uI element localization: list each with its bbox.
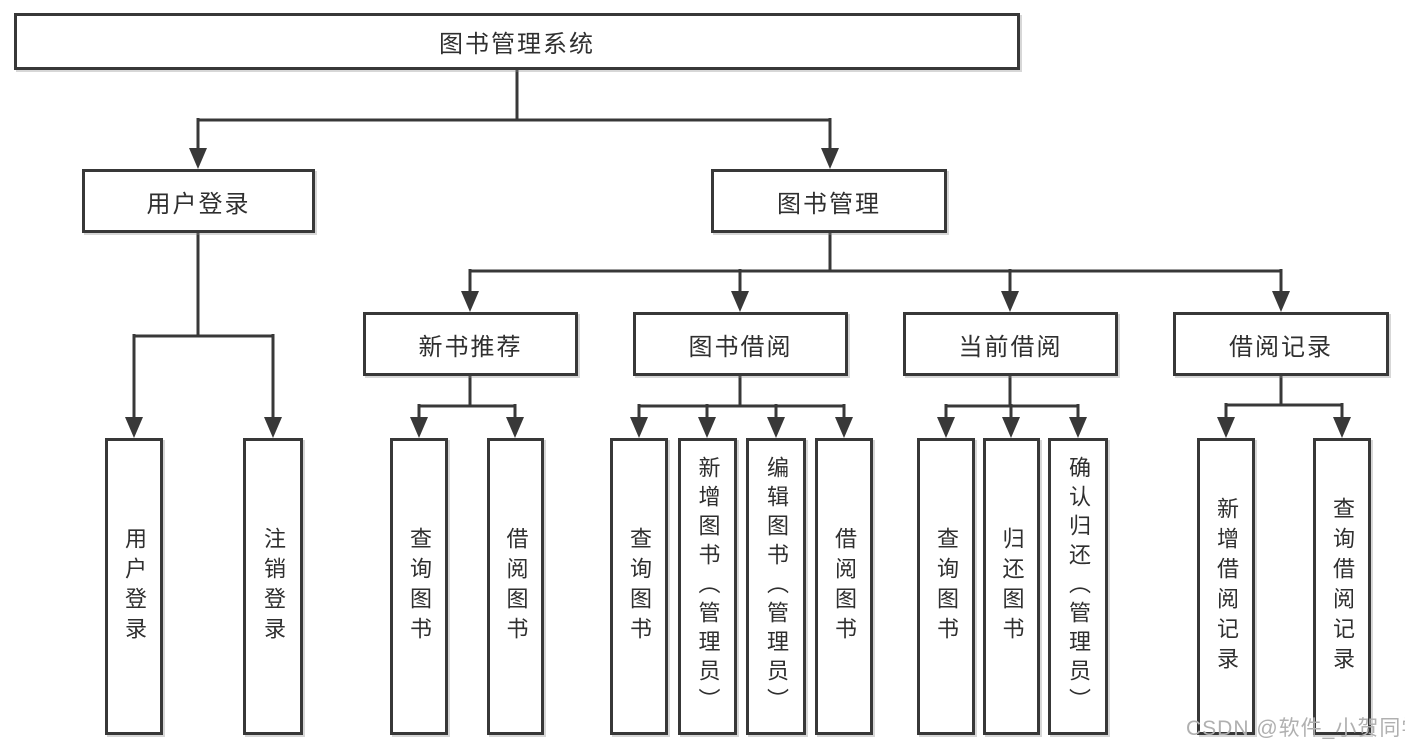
- node-root-label: 图书管理系统: [439, 31, 595, 58]
- node-leaf-bb-add-label: 新增图书（管理员）: [695, 456, 721, 717]
- node-leaf-user-login-label: 用户登录: [122, 526, 147, 647]
- connector-current-borrow-branch: [937, 375, 1087, 438]
- node-book-mgmt: 图书管理: [711, 169, 947, 233]
- node-leaf-cb-return: 归还图书: [983, 438, 1040, 735]
- node-leaf-bb-query-label: 查询图书: [627, 526, 652, 647]
- connector-book-mgmt-branch: [461, 232, 1290, 312]
- node-leaf-br-query-label: 查询借阅记录: [1330, 496, 1355, 677]
- node-current-borrow: 当前借阅: [903, 312, 1118, 376]
- node-book-borrow: 图书借阅: [633, 312, 848, 376]
- node-leaf-bb-add: 新增图书（管理员）: [678, 438, 737, 735]
- node-leaf-nb-borrow: 借阅图书: [487, 438, 544, 735]
- node-new-book-label: 新书推荐: [418, 333, 523, 361]
- node-new-book: 新书推荐: [363, 312, 578, 376]
- node-leaf-bb-edit-label: 编辑图书（管理员）: [764, 456, 789, 717]
- node-leaf-nb-borrow-label: 借阅图书: [503, 526, 529, 647]
- node-current-borrow-label: 当前借阅: [958, 333, 1063, 361]
- node-leaf-br-add-label: 新增借阅记录: [1214, 496, 1239, 677]
- node-user-login-label: 用户登录: [146, 190, 251, 218]
- node-leaf-cb-return-label: 归还图书: [999, 526, 1025, 647]
- node-leaf-cb-confirm-label: 确认归还（管理员）: [1066, 456, 1091, 717]
- connector-root-branch: [189, 69, 839, 169]
- node-leaf-bb-borrow-label: 借阅图书: [832, 526, 857, 647]
- connector-book-borrow-branch: [630, 375, 853, 438]
- node-root: 图书管理系统: [14, 13, 1020, 70]
- node-leaf-br-query: 查询借阅记录: [1313, 438, 1371, 735]
- node-leaf-bb-borrow: 借阅图书: [815, 438, 873, 735]
- node-leaf-cb-confirm: 确认归还（管理员）: [1048, 438, 1108, 735]
- node-leaf-nb-query: 查询图书: [390, 438, 448, 735]
- node-book-mgmt-label: 图书管理: [777, 190, 881, 218]
- node-leaf-br-add: 新增借阅记录: [1197, 438, 1255, 735]
- node-user-login: 用户登录: [82, 169, 315, 233]
- node-leaf-logout-label: 注销登录: [261, 526, 286, 647]
- node-leaf-user-login: 用户登录: [105, 438, 163, 735]
- node-leaf-bb-query: 查询图书: [610, 438, 668, 735]
- csdn-watermark: CSDN @软件_小贺同学: [1186, 717, 1405, 740]
- connector-user-login-branch: [125, 232, 282, 438]
- node-book-borrow-label: 图书借阅: [688, 333, 793, 361]
- node-borrow-records-label: 借阅记录: [1229, 333, 1333, 361]
- connector-borrow-records-branch: [1217, 375, 1351, 438]
- connector-new-book-branch: [410, 375, 524, 438]
- node-leaf-cb-query-label: 查询图书: [934, 526, 959, 647]
- node-leaf-cb-query: 查询图书: [917, 438, 975, 735]
- node-leaf-logout: 注销登录: [243, 438, 303, 735]
- node-leaf-bb-edit: 编辑图书（管理员）: [746, 438, 806, 735]
- node-leaf-nb-query-label: 查询图书: [407, 526, 432, 647]
- node-borrow-records: 借阅记录: [1173, 312, 1389, 376]
